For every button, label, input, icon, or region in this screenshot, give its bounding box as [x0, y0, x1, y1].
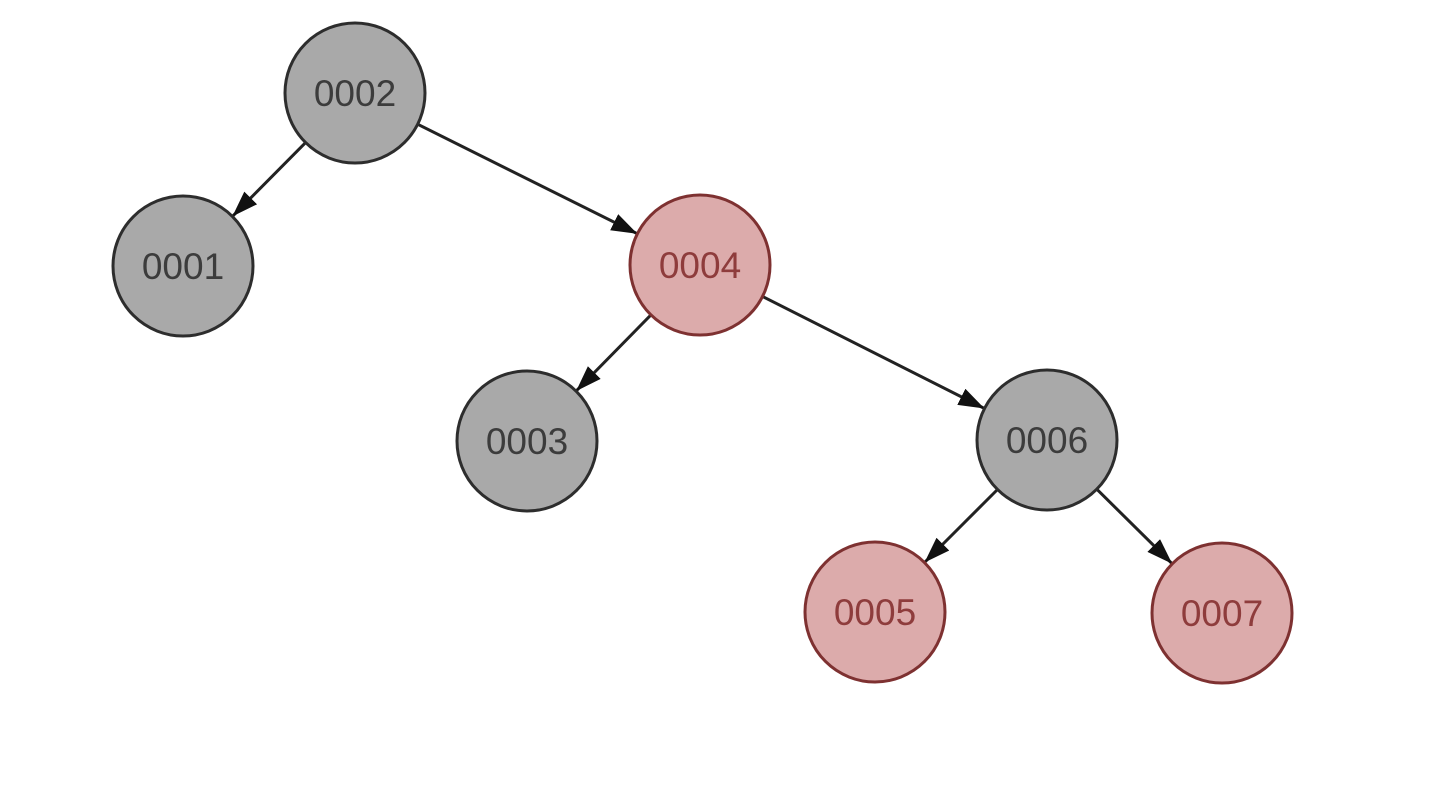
- node-circle-0001: [111, 194, 255, 338]
- node-label-0002: 0002: [314, 73, 396, 114]
- node-label-0007: 0007: [1181, 593, 1263, 634]
- node-label-0004: 0004: [659, 245, 741, 286]
- node-circle-0004: [628, 193, 772, 337]
- tree-node-0002: 0002: [283, 21, 427, 165]
- edges-layer: [231, 122, 1174, 565]
- node-circle-0002: [283, 21, 427, 165]
- tree-node-0007: 0007: [1150, 541, 1294, 685]
- tree-node-0006: 0006: [975, 368, 1119, 512]
- node-label-0003: 0003: [486, 421, 568, 462]
- tree-node-0001: 0001: [111, 194, 255, 338]
- edge-0006-0005: [923, 488, 999, 564]
- node-label-0005: 0005: [834, 592, 916, 633]
- edge-0006-0007: [1095, 488, 1174, 565]
- nodes-layer: 0002 0001 0004 0003 0006 0005 0007: [111, 21, 1294, 685]
- edge-0002-0004: [416, 122, 639, 236]
- node-circle-0007: [1150, 541, 1294, 685]
- node-label-0001: 0001: [142, 246, 224, 287]
- node-circle-0005: [803, 540, 947, 684]
- node-label-0006: 0006: [1006, 420, 1088, 461]
- tree-node-0004: 0004: [628, 193, 772, 337]
- node-circle-0006: [975, 368, 1119, 512]
- tree-node-0005: 0005: [803, 540, 947, 684]
- edge-0002-0001: [231, 141, 307, 218]
- node-circle-0003: [455, 369, 599, 513]
- edge-0004-0003: [575, 313, 652, 393]
- edge-0004-0006: [761, 295, 986, 410]
- tree-node-0003: 0003: [455, 369, 599, 513]
